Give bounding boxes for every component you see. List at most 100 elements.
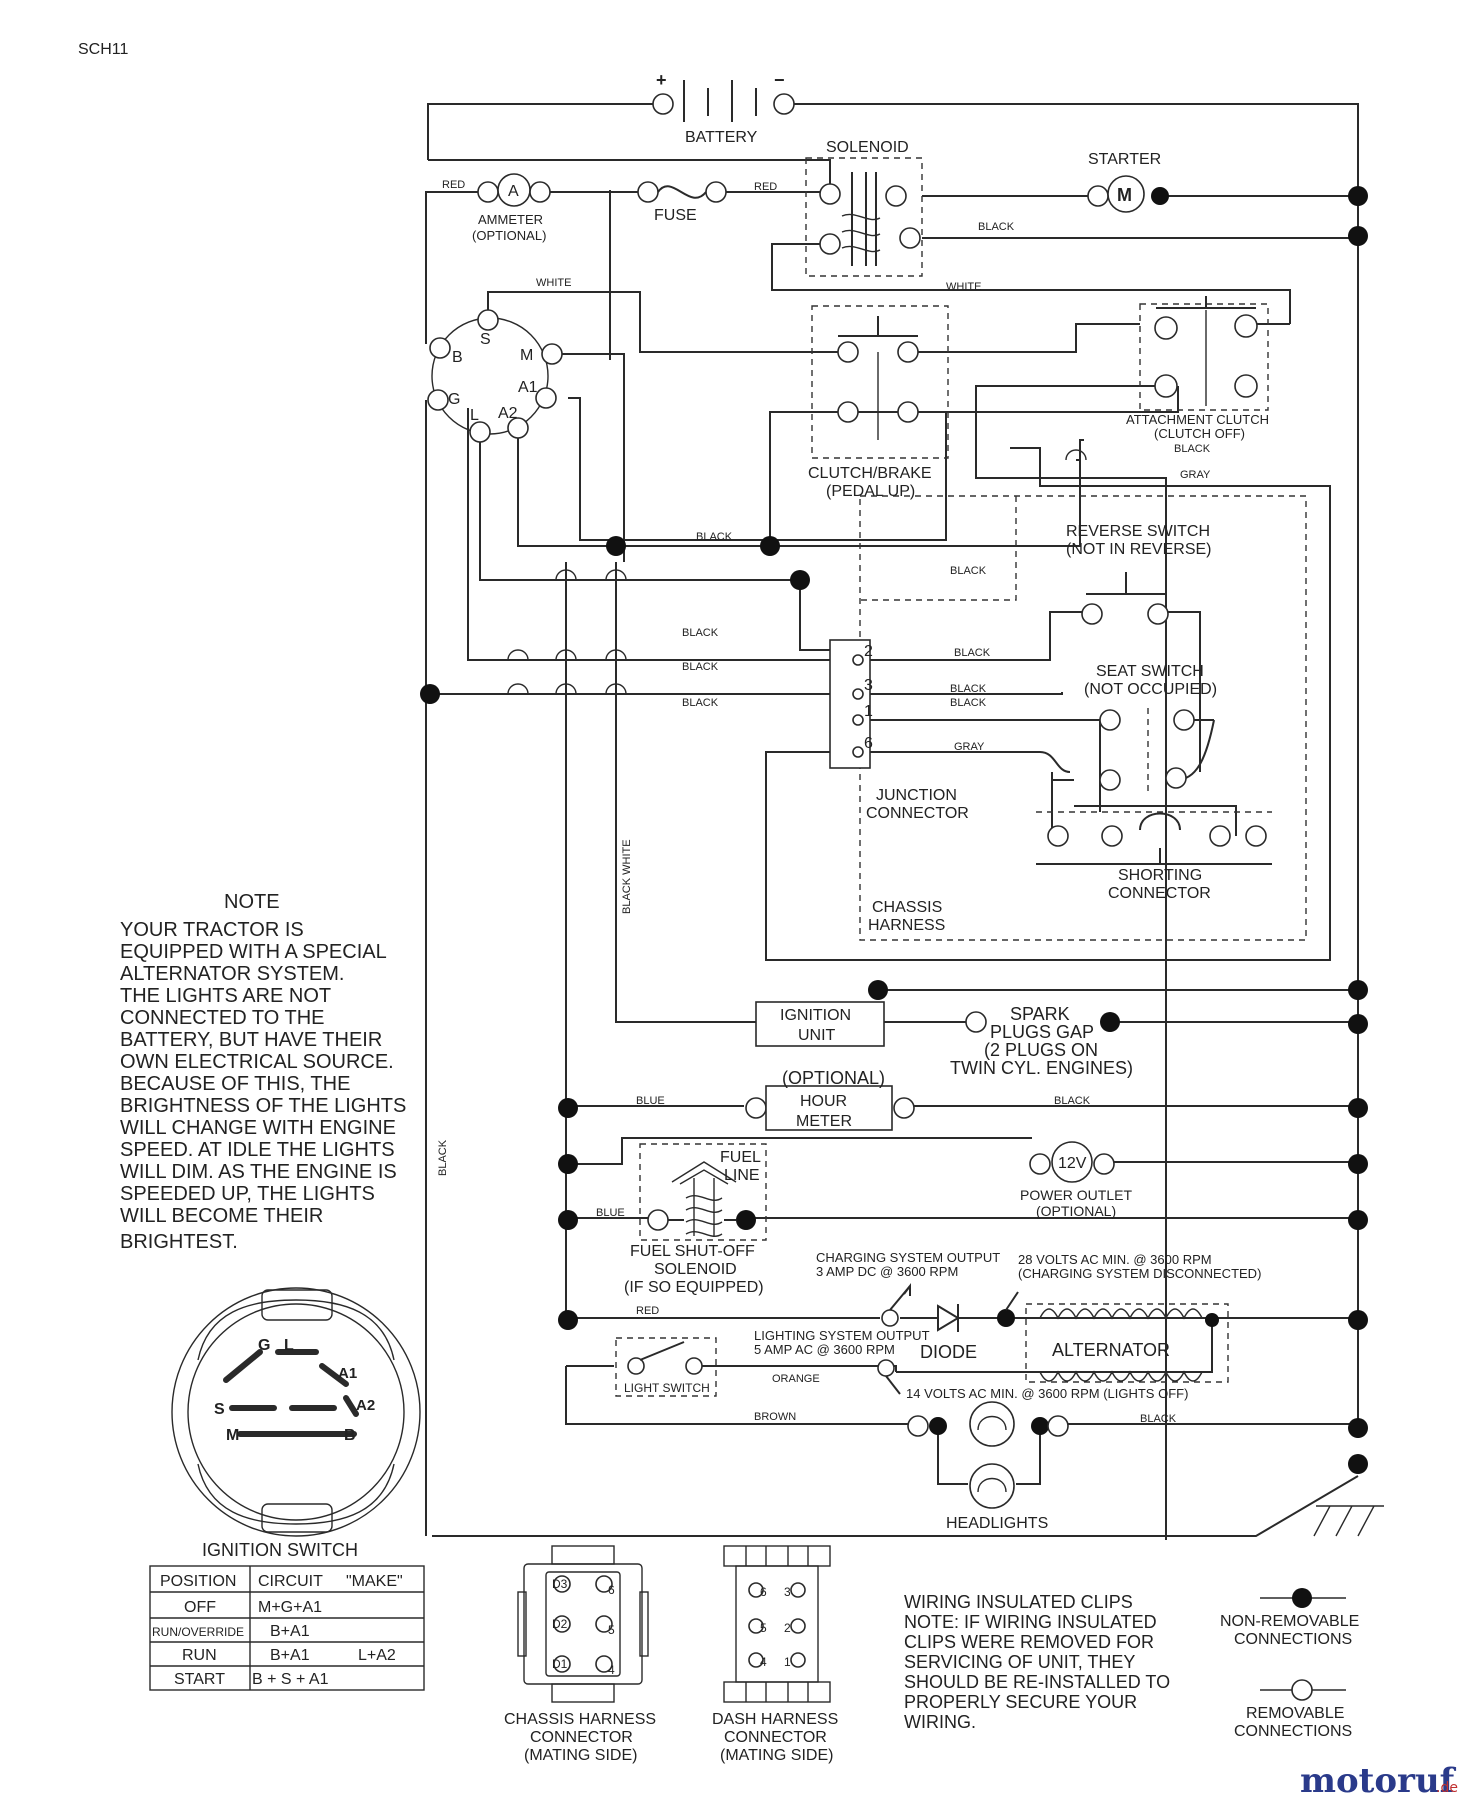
lights-off-volts-label: 14 VOLTS AC MIN. @ 3600 RPM (LIGHTS OFF) (906, 1386, 1188, 1401)
note-line: WILL BECOME THEIR (120, 1205, 323, 1227)
chassis-conn-label-3: (MATING SIDE) (524, 1747, 637, 1764)
dash-harness-connector: 6 5 4 3 2 1 DASH HARNESS CONNECTOR (MATI… (712, 1545, 838, 1764)
seat-switch: SEAT SWITCH (NOT OCCUPIED) (1084, 663, 1217, 792)
junction-pin-1: 1 (864, 703, 873, 720)
seat-switch-state-label: (NOT OCCUPIED) (1084, 681, 1217, 698)
table-cell-extra: L+A2 (358, 1647, 396, 1664)
fuel-solenoid-label-2: SOLENOID (654, 1261, 737, 1278)
wire-label-gray-2: GRAY (954, 741, 985, 753)
hour-meter-optional-label: (OPTIONAL) (782, 1068, 885, 1088)
note-line: SPEED. AT IDLE THE LIGHTS (120, 1139, 395, 1161)
table-cell-position: RUN (182, 1647, 217, 1664)
ignition-switch-terminals: S B M A1 G L A2 (427, 309, 563, 443)
note-line: BATTERY, BUT HAVE THEIR (120, 1029, 382, 1051)
ignition-unit-label-1: IGNITION (780, 1007, 851, 1024)
dash-pin-6: 6 (760, 1585, 767, 1599)
fuel-line-label-2: LINE (724, 1167, 760, 1184)
ignition-switch-title: IGNITION SWITCH (202, 1540, 358, 1560)
fuel-shutoff-solenoid: FUEL LINE FUEL SHUT-OFF SOLENOID (IF SO … (624, 1143, 767, 1296)
connections-legend: NON-REMOVABLE CONNECTIONS REMOVABLE CONN… (1220, 1588, 1359, 1740)
junction-connector: 2 3 1 6 JUNCTION CONNECTOR (829, 639, 969, 822)
wire-label-black-6: BLACK (682, 661, 719, 673)
junction-pin-2: 2 (864, 643, 873, 660)
ammeter-optional-label: (OPTIONAL) (472, 228, 546, 243)
spark-label-1: SPARK (1010, 1004, 1070, 1024)
wire-label-black-4: BLACK (950, 565, 987, 577)
clips-note-line: PROPERLY SECURE YOUR (904, 1692, 1137, 1712)
dash-pin-1: 1 (784, 1655, 791, 1669)
ign-face-A2: A2 (356, 1397, 375, 1414)
note-line: SPEEDED UP, THE LIGHTS (120, 1183, 375, 1205)
ignition-unit: IGNITION UNIT (755, 1001, 885, 1047)
watermark-brand: motoruf (1300, 1761, 1457, 1800)
table-cell-circuit: M+G+A1 (258, 1599, 322, 1616)
battery: + − BATTERY (652, 70, 795, 146)
clips-note-line: NOTE: IF WIRING INSULATED (904, 1612, 1157, 1632)
chassis-harness-label-1: CHASSIS (872, 899, 942, 916)
dash-pin-5: 5 (760, 1621, 767, 1635)
table-cell-position: OFF (184, 1599, 216, 1616)
chassis-conn-label-2: CONNECTOR (530, 1729, 633, 1746)
clips-note-line: CLIPS WERE REMOVED FOR (904, 1632, 1154, 1652)
wire-label-blue-2: BLUE (596, 1207, 625, 1219)
ign-face-G: G (258, 1337, 270, 1354)
ign-terminal-L: L (470, 407, 479, 424)
alt-volts-label-2: (CHARGING SYSTEM DISCONNECTED) (1018, 1266, 1261, 1281)
wires (425, 103, 1384, 1540)
ign-terminal-M: M (520, 347, 533, 364)
chassis-pin-d3: D3 (552, 1577, 568, 1591)
ignition-switch-diagram: G L A1 S A2 M B IGNITION SWITCH (171, 1287, 421, 1560)
ign-face-M: M (226, 1427, 239, 1444)
dash-pin-4: 4 (760, 1655, 767, 1669)
table-cell-circuit: B+A1 (270, 1647, 310, 1664)
dash-conn-label-2: CONNECTOR (724, 1729, 827, 1746)
wire-label-black-3: BLACK (696, 531, 733, 543)
light-switch: LIGHT SWITCH (615, 1337, 717, 1397)
chassis-pin-6: 6 (608, 1583, 615, 1597)
clutch-brake-switch: CLUTCH/BRAKE (PEDAL UP) (808, 305, 949, 500)
diode-label: DIODE (920, 1342, 977, 1362)
chassis-harness-boundary (859, 495, 1307, 941)
junction-connector-label-1: JUNCTION (876, 787, 957, 804)
charging-output-label-2: 3 AMP DC @ 3600 RPM (816, 1264, 958, 1279)
note-line: CONNECTED TO THE (120, 1007, 324, 1029)
wire-label-black-2: BLACK (1174, 443, 1211, 455)
wire-crossings (507, 449, 1087, 695)
wire-label-black-5: BLACK (682, 627, 719, 639)
starter-m-label: M (1117, 185, 1132, 205)
chassis-pin-d1: D1 (552, 1657, 568, 1671)
wire-label-black-1: BLACK (978, 221, 1015, 233)
page-id: SCH11 (78, 41, 128, 58)
wire-label-black-11: BLACK (1054, 1095, 1091, 1107)
connection-dots (420, 186, 1368, 1474)
wire-label-black-9: BLACK (950, 683, 987, 695)
ign-terminal-S: S (480, 331, 491, 348)
wire-label-black-8: BLACK (954, 647, 991, 659)
ign-face-L: L (284, 1337, 294, 1354)
clutch-brake-state-label: (PEDAL UP) (826, 483, 915, 500)
chassis-harness-connector: D3 D2 D1 6 5 4 CHASSIS HARNESS CONNECTOR… (504, 1545, 656, 1764)
wire-label-white-2: WHITE (946, 281, 981, 293)
reverse-switch: REVERSE SWITCH (NOT IN REVERSE) (1066, 523, 1212, 625)
battery-plus-label: + (656, 70, 667, 90)
alt-volts-label-1: 28 VOLTS AC MIN. @ 3600 RPM (1018, 1252, 1212, 1267)
note-line: OWN ELECTRICAL SOURCE. (120, 1051, 394, 1073)
note-line: YOUR TRACTOR IS (120, 919, 304, 941)
table-cell-position: START (174, 1671, 225, 1688)
table-header-make: "MAKE" (346, 1573, 403, 1590)
fuel-line-label-1: FUEL (720, 1149, 761, 1166)
clips-note-line: WIRING. (904, 1712, 976, 1732)
watermark-logo: motoruf .de (1300, 1761, 1458, 1800)
attachment-clutch-state-label: (CLUTCH OFF) (1154, 426, 1245, 441)
clips-note: WIRING INSULATED CLIPS NOTE: IF WIRING I… (904, 1592, 1170, 1732)
spark-plugs: SPARK PLUGS GAP (2 PLUGS ON TWIN CYL. EN… (950, 1004, 1133, 1078)
wire-label-black-12: BLACK (1140, 1413, 1177, 1425)
note-line: BECAUSE OF THIS, THE (120, 1073, 350, 1095)
wire-label-white-1: WHITE (536, 277, 571, 289)
wire-label-black-white: BLACK WHITE (621, 839, 633, 914)
chassis-harness-label-2: HARNESS (868, 917, 945, 934)
dash-conn-label-3: (MATING SIDE) (720, 1747, 833, 1764)
alternator-note: NOTE YOUR TRACTOR IS EQUIPPED WITH A SPE… (120, 891, 406, 1253)
ammeter-symbol: A (508, 183, 519, 200)
fuse: FUSE (637, 181, 727, 224)
